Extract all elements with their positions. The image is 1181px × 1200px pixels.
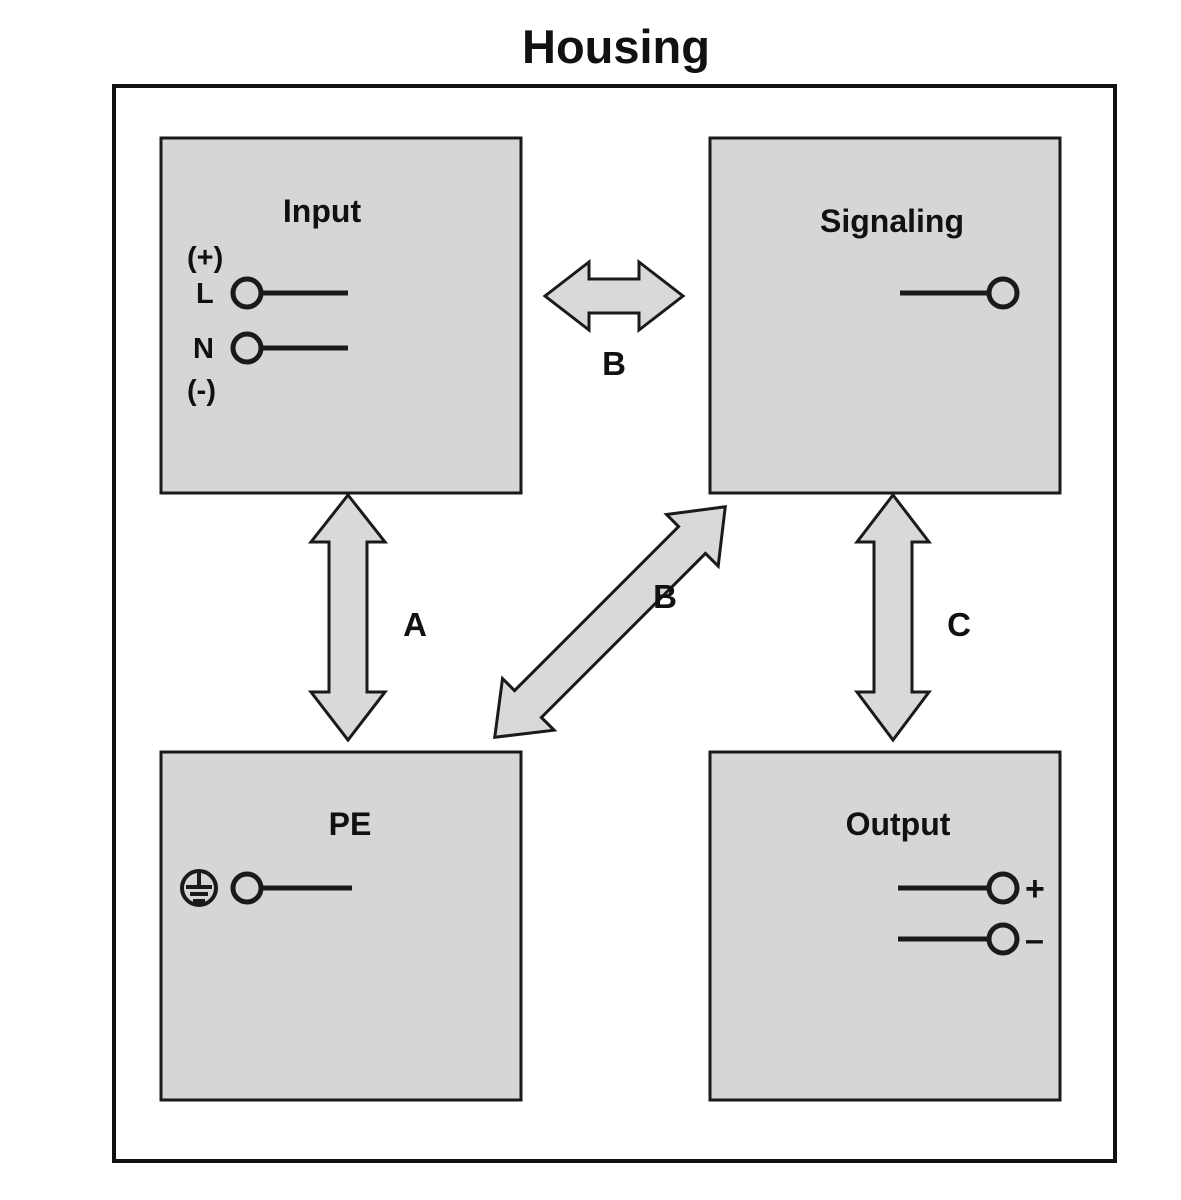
block-output-title: Output	[846, 806, 951, 842]
block-input-title: Input	[283, 193, 362, 229]
output-terminal-label-minus: –	[1025, 921, 1044, 959]
output-terminal-node-plus[interactable]	[986, 871, 1020, 905]
block-pe-title: PE	[329, 806, 372, 842]
block-output[interactable]: Output + –	[708, 750, 1062, 1102]
block-input-body	[159, 136, 523, 495]
arrow-b-diagonal-label: B	[653, 578, 677, 615]
block-signaling[interactable]: Signaling	[708, 136, 1062, 495]
arrow-b-diagonal	[493, 505, 727, 739]
input-terminal-label-l: L	[196, 278, 214, 310]
block-input[interactable]: Input (+) L N (-)	[159, 136, 523, 495]
housing-frame	[112, 84, 1117, 1163]
block-pe[interactable]: PE	[159, 750, 523, 1102]
arrow-c-label: C	[947, 606, 971, 643]
arrow-a-label: A	[403, 606, 427, 643]
arrow-a: A	[307, 492, 427, 743]
output-terminal-label-plus: +	[1025, 870, 1045, 908]
arrow-c: C	[853, 492, 971, 743]
arrow-c-shape	[853, 492, 933, 743]
block-signaling-body	[708, 136, 1062, 495]
arrow-b-horizontal-shape	[542, 258, 686, 334]
page-title: Housing	[522, 20, 710, 73]
signaling-terminal-node[interactable]	[986, 276, 1020, 310]
input-terminal-label-n: N	[193, 333, 214, 365]
arrow-b-diagonal-shape	[493, 505, 727, 739]
arrow-b-horizontal-label: B	[602, 345, 626, 382]
output-terminal-node-minus[interactable]	[986, 922, 1020, 956]
input-terminal-label-plus: (+)	[187, 242, 223, 274]
block-signaling-title: Signaling	[820, 203, 964, 239]
block-pe-body	[159, 750, 523, 1102]
arrow-a-shape	[307, 492, 389, 743]
input-terminal-label-minus: (-)	[187, 375, 216, 407]
earth-ground-icon	[180, 869, 218, 907]
arrow-b-horizontal: B	[542, 258, 686, 382]
